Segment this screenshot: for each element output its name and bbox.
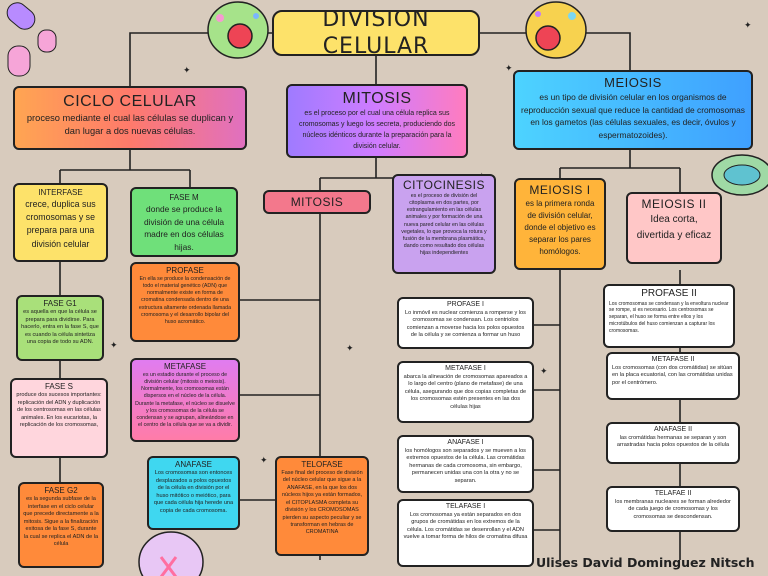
fase-s-text: produce dos sucesos importantes: replica… [16,392,102,429]
meiosis-1-box: MEIOSIS I es la primera ronda de divisió… [514,178,606,270]
telofase-text: Fase final del proceso de división del n… [281,470,363,536]
meiosis-box: MEIOSIS es un tipo de división celular e… [513,70,753,150]
meiosis-2-box: MEIOSIS II Idea corta, divertida y efica… [626,192,722,264]
fase-g1-title: FASE G1 [43,299,77,308]
fase-s-title: FASE S [44,382,73,391]
mitosis-text: es el proceso por el cual una célula rep… [298,110,456,150]
telofase-1-box: TELAFASE I Los cromosomas ya están separ… [397,499,534,567]
telofase-title: TELOFASE [301,460,343,469]
ciclo-celular-box: CICLO CELULAR proceso mediante el cual l… [13,86,247,150]
star-icon: ✦ [183,65,191,75]
citocinesis-title: CITOCINESIS [403,178,485,192]
anafase-title: ANAFASE [175,460,212,469]
cell-illustration-left [207,1,269,59]
metafase-title: METAFASE [163,362,207,371]
ciclo-celular-text: proceso mediante el cual las células se … [26,113,234,137]
star-icon: ✦ [260,455,268,465]
star-icon: ✦ [505,63,513,73]
fase-g1-text: es aquella en que la célula se prepara p… [21,309,99,346]
telofase-2-box: TELAFAE II los membranas nucleares se fo… [606,486,740,532]
ciclo-celular-title: CICLO CELULAR [63,93,197,110]
meiosis-1-text: es la primera ronda de división celular,… [524,199,596,256]
star-icon: ✦ [744,20,752,30]
interfase-text: crece, duplica sus cromosomas y se prepa… [25,199,96,249]
metafase-1-title: METAFASE I [445,365,486,372]
anafase-box: ANAFASE Los cromosomas son entonces desp… [147,456,240,530]
anafase-2-text: las cromátidas hermanas se separan y son… [616,434,730,449]
cell-illustration-side [711,154,768,196]
bacteria-illustration [6,2,57,77]
anafase-2-title: ANAFASE II [653,426,693,433]
fase-g1-box: FASE G1 es aquella en que la célula se p… [16,295,104,361]
meiosis-title: MEIOSIS [604,75,662,90]
anafase-1-box: ANAFASE I los homólogos son separados y … [397,435,534,493]
metafase-1-box: METAFASE I abarca la alineación de cromo… [397,361,534,423]
meiosis-2-text: Idea corta, divertida y eficaz [636,214,712,241]
telofase-1-text: Los cromosomas ya están separados en dos… [403,511,528,541]
anafase-1-title: ANAFASE I [447,439,484,446]
anafase-text: Los cromosomas son entonces desplazados … [153,470,234,514]
telofase-1-title: TELAFASE I [445,503,486,510]
profase-2-box: PROFASE II Los cromosomas se condensan y… [603,284,735,348]
star-icon: ✦ [540,366,548,376]
fase-m-box: FASE M donde se produce la división de u… [130,187,238,257]
fase-m-title: FASE M [169,193,199,202]
metafase-text: es un estadio durante el proceso de divi… [135,372,235,428]
telofase-box: TELOFASE Fase final del proceso de divis… [275,456,369,556]
profase-text: En ella se produce la condensación de to… [138,276,232,325]
telofase-2-title: TELAFAE II [654,490,692,497]
main-title: DIVISION CELULAR [272,10,480,56]
meiosis-text: es un tipo de división celular en los or… [521,92,745,141]
mitosis-title: MITOSIS [342,90,412,107]
profase-1-title: PROFASE I [447,301,484,308]
meiosis-2-title: MEIOSIS II [641,197,707,211]
author-name: Ulises David Dominguez Nitsch [536,555,755,570]
anafase-2-box: ANAFASE II las cromátidas hermanas se se… [606,422,740,464]
fase-g2-text: es la segunda subfase de la interfase en… [23,496,99,548]
citocinesis-box: CITOCINESIS es el proceso de división de… [392,174,496,274]
star-icon: ✦ [346,343,354,353]
mitosis-label-box: MITOSIS [263,190,371,214]
metafase-2-box: METAFASE II Los cromosomas (con dos crom… [606,352,740,400]
metafase-2-text: Los cromosomas (con dos cromátidas) se s… [612,364,733,386]
profase-title: PROFASE [166,266,204,275]
star-icon: ✦ [110,340,118,350]
fase-s-box: FASE S produce dos sucesos importantes: … [10,378,108,458]
mitosis-box: MITOSIS es el proceso por el cual una cé… [286,84,468,158]
fase-g2-title: FASE G2 [44,486,78,495]
mitosis-label: MITOSIS [290,194,344,209]
metafase-box: METAFASE es un estadio durante el proces… [130,358,240,442]
profase-2-text: Los cromosomas se condensan y la envoltu… [609,300,729,334]
profase-box: PROFASE En ella se produce la condensaci… [130,262,240,342]
profase-2-title: PROFASE II [641,288,697,299]
interfase-box: INTERFASE crece, duplica sus cromosomas … [13,183,108,262]
interfase-title: INTERFASE [38,188,83,197]
meiosis-1-title: MEIOSIS I [529,183,591,197]
profase-1-text: Lo inmóvil es nuclear comienza a rompers… [405,309,526,339]
profase-1-box: PROFASE I Lo inmóvil es nuclear comienza… [397,297,534,349]
fase-m-text: donde se produce la división de una célu… [143,204,225,252]
fase-g2-box: FASE G2 es la segunda subfase de la inte… [18,482,104,568]
metafase-2-title: METAFASE II [651,356,695,363]
cell-illustration-right [525,1,587,59]
citocinesis-text: es el proceso de división del citoplasma… [401,193,487,257]
telofase-2-text: los membranas nucleares se forman alrede… [615,498,731,520]
anafase-1-text: los homólogos son separados y se mueven … [405,447,526,484]
cell-illustration-bottom [138,531,204,576]
metafase-1-text: abarca la alineación de cromosomas apare… [403,373,528,410]
